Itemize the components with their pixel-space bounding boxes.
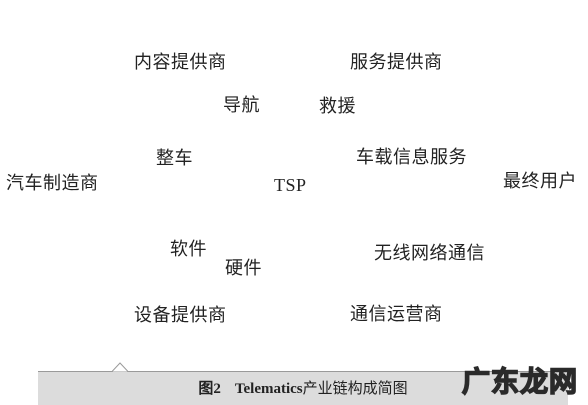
node-end-user: 最终用户: [503, 171, 577, 192]
site-watermark: 广东龙网: [461, 360, 586, 404]
caption-brand: Telematics: [234, 381, 303, 397]
node-rescue: 救援: [319, 96, 356, 117]
node-equipment-provider: 设备提供商: [134, 305, 227, 326]
caption-divider: [38, 371, 568, 372]
watermark-text: 广东龙网: [461, 365, 579, 399]
node-software: 软件: [170, 239, 207, 260]
caption-bar: [38, 372, 568, 405]
node-content-provider: 内容提供商: [134, 52, 227, 73]
node-vehicle-info-service: 车载信息服务: [356, 147, 467, 168]
node-vehicle: 整车: [156, 148, 193, 169]
caption-notch-icon: [112, 362, 128, 372]
figure-caption: 图2 Telematics产业链构成简图: [38, 378, 568, 399]
figure-number: 图2: [198, 381, 221, 397]
node-automaker: 汽车制造商: [6, 173, 99, 194]
caption-title: 产业链构成简图: [302, 379, 408, 397]
node-hardware: 硬件: [225, 258, 262, 279]
node-comm-operator: 通信运营商: [350, 304, 443, 325]
node-service-provider: 服务提供商: [350, 52, 443, 73]
node-tsp: TSP: [274, 175, 307, 195]
node-wireless-network-comm: 无线网络通信: [374, 243, 485, 264]
node-navigation: 导航: [223, 95, 260, 116]
